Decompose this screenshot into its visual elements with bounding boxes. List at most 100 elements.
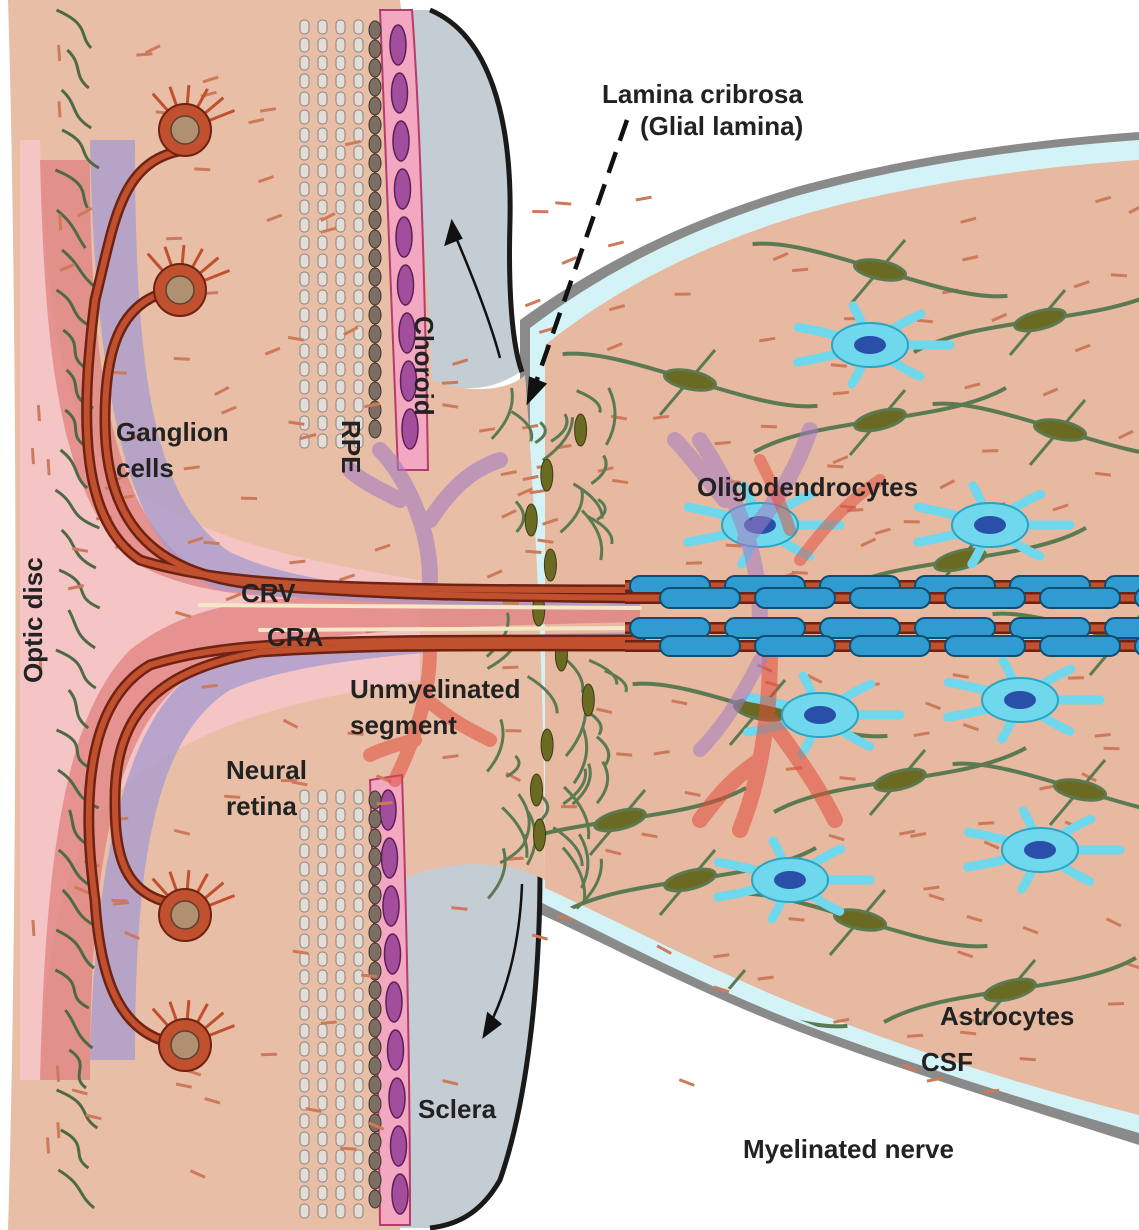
photoreceptor bbox=[318, 1132, 327, 1146]
photoreceptor bbox=[354, 290, 363, 304]
photoreceptor bbox=[354, 808, 363, 822]
rpe-cell bbox=[369, 1019, 381, 1037]
photoreceptor bbox=[300, 880, 309, 894]
rpe-cell bbox=[369, 306, 381, 324]
choroid-cell bbox=[388, 1030, 404, 1070]
photoreceptor bbox=[318, 344, 327, 358]
axon-dash bbox=[833, 392, 849, 394]
photoreceptor bbox=[336, 254, 345, 268]
rpe-cell bbox=[369, 135, 381, 153]
photoreceptor bbox=[354, 1042, 363, 1056]
choroid-cell bbox=[385, 934, 401, 974]
choroid-cell bbox=[383, 886, 399, 926]
oligo-nucleus bbox=[974, 516, 1006, 534]
rpe-cell bbox=[369, 211, 381, 229]
photoreceptor bbox=[318, 416, 327, 430]
choroid-cell bbox=[395, 169, 411, 209]
photoreceptor bbox=[354, 1078, 363, 1092]
label-cra: CRA bbox=[267, 622, 324, 652]
axon-dash bbox=[194, 169, 210, 170]
photoreceptor bbox=[318, 1078, 327, 1092]
choroid-cell bbox=[380, 790, 396, 830]
label-ganglion-cells-2: cells bbox=[116, 453, 174, 483]
photoreceptor bbox=[318, 970, 327, 984]
axon-dash bbox=[184, 467, 200, 469]
photoreceptor bbox=[318, 398, 327, 412]
photoreceptor bbox=[300, 808, 309, 822]
photoreceptor bbox=[318, 1150, 327, 1164]
photoreceptor bbox=[300, 218, 309, 232]
rpe-cell bbox=[369, 230, 381, 248]
myelin-segment bbox=[755, 636, 835, 656]
photoreceptor bbox=[318, 362, 327, 376]
rpe-cell bbox=[369, 1000, 381, 1018]
label-ganglion-cells-1: Ganglion bbox=[116, 417, 229, 447]
photoreceptor bbox=[336, 362, 345, 376]
photoreceptor bbox=[300, 934, 309, 948]
photoreceptor bbox=[354, 1060, 363, 1074]
photoreceptor bbox=[336, 1006, 345, 1020]
photoreceptor bbox=[354, 844, 363, 858]
photoreceptor bbox=[318, 308, 327, 322]
photoreceptor bbox=[354, 1132, 363, 1146]
photoreceptor bbox=[354, 38, 363, 52]
label-glial-lamina: (Glial lamina) bbox=[640, 111, 803, 141]
rpe-cell bbox=[369, 1133, 381, 1151]
rpe-cell bbox=[369, 810, 381, 828]
photoreceptor bbox=[354, 380, 363, 394]
photoreceptor bbox=[336, 326, 345, 340]
axon-dash bbox=[636, 197, 652, 200]
photoreceptor bbox=[318, 380, 327, 394]
rpe-cell bbox=[369, 363, 381, 381]
photoreceptor bbox=[354, 74, 363, 88]
photoreceptor bbox=[354, 272, 363, 286]
axon-dash bbox=[960, 1032, 976, 1034]
oligo-nucleus bbox=[1024, 841, 1056, 859]
photoreceptor bbox=[336, 182, 345, 196]
photoreceptor bbox=[300, 56, 309, 70]
label-oligodendrocytes: Oligodendrocytes bbox=[697, 472, 918, 502]
lamina-nucleus bbox=[575, 414, 587, 446]
myelin-segment bbox=[850, 588, 930, 608]
photoreceptor bbox=[336, 38, 345, 52]
photoreceptor bbox=[318, 916, 327, 930]
choroid-cell bbox=[390, 25, 406, 65]
photoreceptor bbox=[354, 952, 363, 966]
photoreceptor bbox=[318, 898, 327, 912]
axon-dash bbox=[526, 551, 542, 552]
axon-dash bbox=[241, 498, 257, 499]
axon-dash bbox=[1108, 1004, 1124, 1005]
axon-dash bbox=[715, 442, 731, 443]
axon-dash bbox=[686, 563, 702, 564]
rpe-cell bbox=[369, 192, 381, 210]
photoreceptor bbox=[354, 826, 363, 840]
photoreceptor bbox=[318, 110, 327, 124]
photoreceptor bbox=[318, 272, 327, 286]
photoreceptor bbox=[318, 862, 327, 876]
photoreceptor bbox=[300, 970, 309, 984]
label-sclera: Sclera bbox=[418, 1094, 497, 1124]
photoreceptor bbox=[300, 1042, 309, 1056]
photoreceptor bbox=[354, 398, 363, 412]
photoreceptor bbox=[354, 182, 363, 196]
lamina-nucleus bbox=[541, 459, 553, 491]
photoreceptor bbox=[318, 1042, 327, 1056]
photoreceptor bbox=[300, 898, 309, 912]
rpe-cell bbox=[369, 287, 381, 305]
photoreceptor bbox=[300, 1132, 309, 1146]
photoreceptor bbox=[318, 1096, 327, 1110]
photoreceptor bbox=[336, 934, 345, 948]
axon-dash bbox=[792, 572, 808, 573]
photoreceptor bbox=[318, 236, 327, 250]
photoreceptor bbox=[354, 110, 363, 124]
photoreceptor bbox=[336, 1078, 345, 1092]
photoreceptor bbox=[300, 272, 309, 286]
axon-dash bbox=[1095, 473, 1111, 475]
choroid-cell bbox=[392, 73, 408, 113]
photoreceptor bbox=[336, 826, 345, 840]
axon-dash bbox=[261, 1054, 277, 1055]
myelin-segment bbox=[755, 588, 835, 608]
axon-dash bbox=[452, 908, 468, 910]
photoreceptor bbox=[300, 110, 309, 124]
